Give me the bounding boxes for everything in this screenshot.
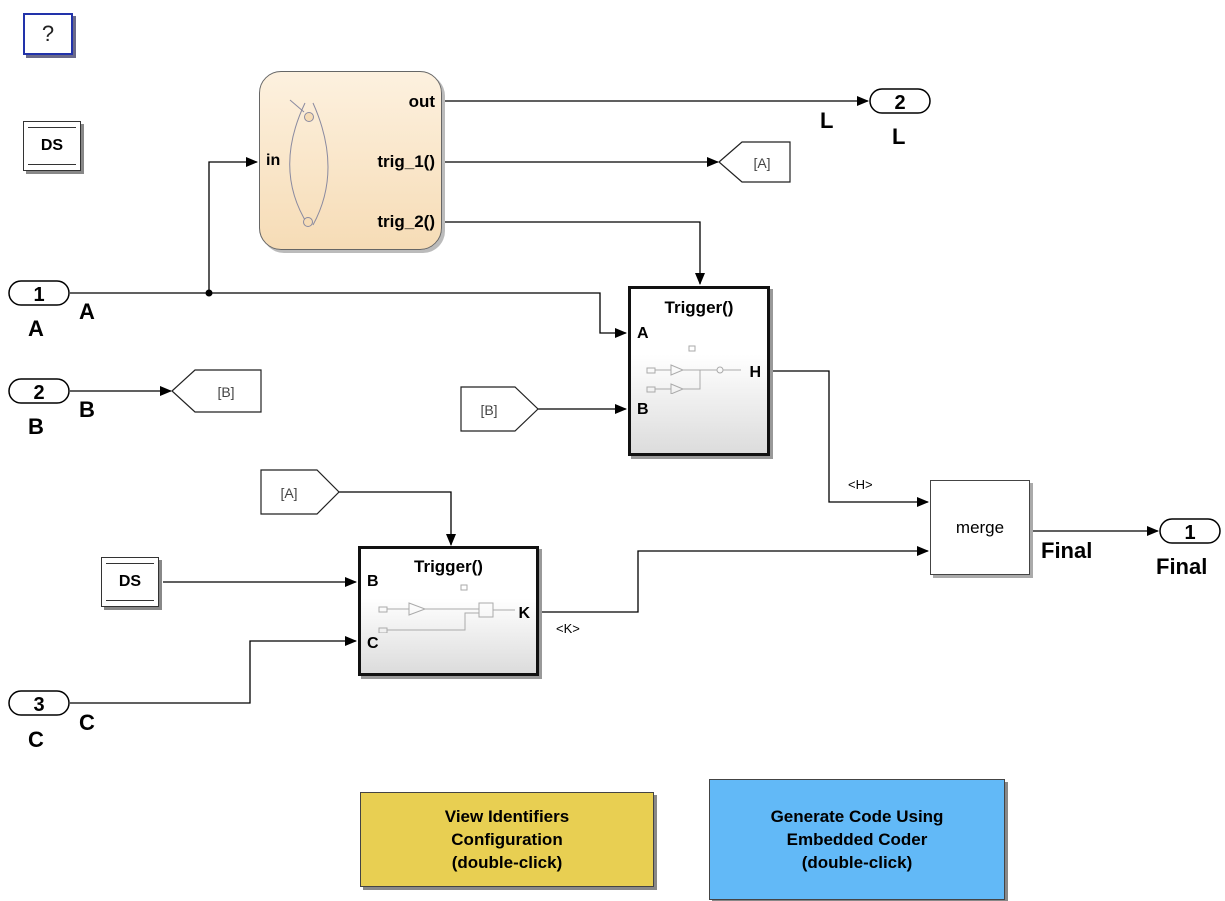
svg-text:2: 2 <box>894 92 905 114</box>
from-a[interactable]: [A] <box>260 469 340 515</box>
chart-port-out: out <box>408 92 435 111</box>
svg-text:3: 3 <box>33 694 44 716</box>
subsystem-title: Trigger() <box>664 298 734 317</box>
stateflow-chart[interactable]: in out trig_1() trig_2() <box>259 71 442 250</box>
view-identifiers-button[interactable]: View Identifiers Configuration (double-c… <box>360 792 654 887</box>
trigger-subsystem-2[interactable]: Trigger() B C K <box>358 546 539 676</box>
signal-line-h <box>770 370 929 507</box>
svg-text:[B]: [B] <box>217 384 234 400</box>
inport-name-a: A <box>28 316 44 341</box>
view-identifiers-label: View Identifiers Configuration (double-c… <box>444 807 570 872</box>
chart-port-trig2: trig_2() <box>377 212 435 231</box>
svg-text:2: 2 <box>33 382 44 404</box>
signal-line-a <box>70 292 627 338</box>
svg-text:1: 1 <box>1184 522 1195 544</box>
generate-code-label: Generate Code Using Embedded Coder (doub… <box>770 807 944 872</box>
inport-1[interactable]: 1 <box>8 280 70 306</box>
subsystem-port-b: B <box>637 401 649 418</box>
outport-name-final: Final <box>1156 554 1208 579</box>
inport-name-b: B <box>28 414 44 439</box>
merge-label: merge <box>955 517 1005 537</box>
merge-block[interactable]: merge <box>930 480 1030 575</box>
subsystem-contents-icon <box>646 345 741 394</box>
subsystem-port-b: B <box>367 573 379 590</box>
chart-port-in: in <box>266 152 281 169</box>
signal-line-c <box>70 636 357 704</box>
inport-2[interactable]: 2 <box>8 378 70 404</box>
help-block[interactable]: ? <box>23 13 73 55</box>
inport-name-c: C <box>28 727 44 752</box>
from-b[interactable]: [B] <box>460 386 539 432</box>
signal-label-final: Final <box>1041 538 1093 563</box>
signal-label-c: C <box>79 710 95 735</box>
data-store-block-top[interactable]: DS <box>23 121 81 171</box>
outport-1[interactable]: 1 <box>1159 518 1221 544</box>
signal-line-a-branch <box>208 157 258 293</box>
outport-2[interactable]: 2 <box>869 88 931 114</box>
inport-3[interactable]: 3 <box>8 690 70 716</box>
ds-label: DS <box>118 573 142 590</box>
subsystem-port-c: C <box>367 635 379 652</box>
signal-label-k: <K> <box>556 621 580 636</box>
signal-label-a: A <box>79 299 95 324</box>
trigger-subsystem-1[interactable]: Trigger() A B H <box>628 286 770 456</box>
subsystem-port-a: A <box>637 325 649 342</box>
state-diagram-icon <box>289 99 329 227</box>
subsystem-contents-icon <box>378 584 515 633</box>
svg-text:[B]: [B] <box>480 402 497 418</box>
signal-label-b: B <box>79 397 95 422</box>
svg-text:[A]: [A] <box>280 485 297 501</box>
ds-label: DS <box>40 137 64 154</box>
signal-line-k <box>539 546 929 613</box>
generate-code-button[interactable]: Generate Code Using Embedded Coder (doub… <box>709 779 1005 900</box>
svg-text:1: 1 <box>33 284 44 306</box>
data-store-block-bottom[interactable]: DS <box>101 557 159 607</box>
signal-label-l: L <box>820 108 834 133</box>
outport-name-l: L <box>892 124 906 149</box>
help-label: ? <box>41 21 55 46</box>
chart-port-trig1: trig_1() <box>377 152 435 171</box>
signal-label-h: <H> <box>848 477 873 492</box>
goto-a[interactable]: [A] <box>718 141 791 183</box>
subsystem-title: Trigger() <box>414 557 483 576</box>
svg-text:[A]: [A] <box>753 155 770 171</box>
signal-line-from-a <box>339 491 456 546</box>
subsystem-port-h: H <box>749 364 761 381</box>
signal-line-trig2 <box>442 221 705 285</box>
goto-b[interactable]: [B] <box>171 369 262 413</box>
subsystem-port-k: K <box>518 605 530 622</box>
